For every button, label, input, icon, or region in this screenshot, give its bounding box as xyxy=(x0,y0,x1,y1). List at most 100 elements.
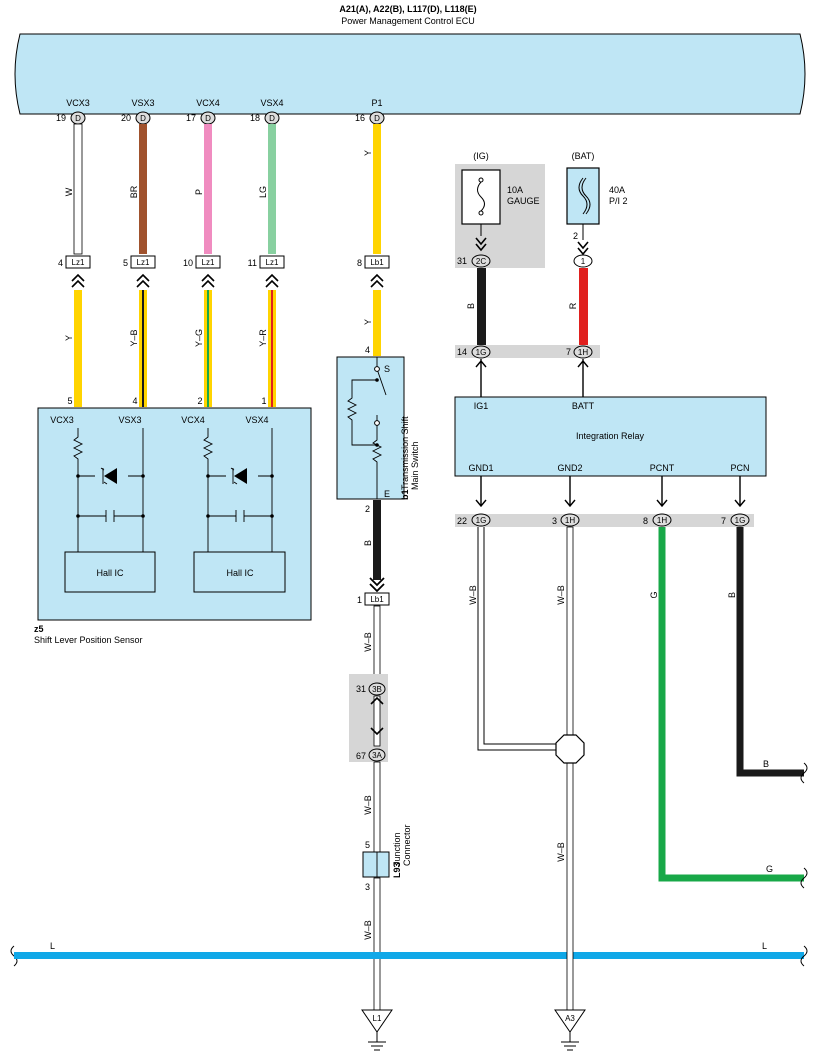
fuse-bat-rating: 40A xyxy=(609,185,625,195)
ecu-conn-d-3: D xyxy=(205,114,211,123)
lz1-pin-10: 10 xyxy=(183,258,193,268)
fuse-ig: (IG) 10A GAUGE 31 2C xyxy=(455,151,545,268)
relay-in-pin-14: 14 xyxy=(457,347,467,357)
upper-wire-br: BR xyxy=(129,124,147,254)
wb-wire-label-3: W–B xyxy=(363,920,373,940)
lb1-top-name: Lb1 xyxy=(370,258,384,267)
lower-wire-y-switch: Y xyxy=(363,290,381,356)
ecu-signal-vcx3: VCX3 xyxy=(66,98,90,108)
switch-pin-bottom: 2 xyxy=(365,504,370,514)
relay-term-gnd2: GND2 xyxy=(557,463,582,473)
relay-term-pcn: PCN xyxy=(730,463,749,473)
ecu-conn-d-5: D xyxy=(374,114,380,123)
switch-label-e: E xyxy=(384,489,390,499)
wire-gnd2-label-1: W–B xyxy=(556,585,566,605)
lb1-connector-bottom: 1 Lb1 xyxy=(357,592,390,606)
ground-l1-label: L1 xyxy=(373,1014,382,1023)
integration-relay: IG1 BATT Integration Relay GND1 GND2 PCN… xyxy=(454,396,767,477)
wire-pcn-label: B xyxy=(727,592,737,598)
relay-in-conn-1g: 1G xyxy=(476,348,487,357)
lz1-connector-1: 4 Lz1 xyxy=(58,255,91,269)
bus-line-l: L L xyxy=(10,941,808,967)
ecu-pin-17: 17 xyxy=(186,113,196,123)
switch-ground-wire-b: B xyxy=(363,500,385,593)
wire-ig-b: B xyxy=(466,268,486,346)
transmission-shift-main-switch: 4 S E 2 b1 Transmission Shift Main Switc… xyxy=(336,345,420,514)
relay-term-batt: BATT xyxy=(572,401,595,411)
ecu-pin-16: 16 xyxy=(355,113,365,123)
zener-diode-right-icon xyxy=(234,468,247,484)
fuse-ig-name: GAUGE xyxy=(507,196,540,206)
wb-wire-label-2: W–B xyxy=(363,795,373,815)
sensor-term-vcx3: VCX3 xyxy=(50,415,74,425)
lz1-name-3: Lz1 xyxy=(202,258,215,267)
wire-pcn-b: B B xyxy=(727,527,808,784)
switch-pin-top: 4 xyxy=(365,345,370,355)
lb1-connector-top: 8 Lb1 xyxy=(357,255,390,269)
ground-a3-label: A3 xyxy=(565,1014,575,1023)
ground-a3: A3 xyxy=(554,1009,586,1051)
ecu-signal-vcx4: VCX4 xyxy=(196,98,220,108)
ground-l1-icon xyxy=(368,1032,386,1051)
sensor-pin-4: 4 xyxy=(132,396,137,406)
wb-wire-label-1: W–B xyxy=(363,632,373,652)
junction-connector-l93: 5 3 L93 Junction Connector xyxy=(362,824,412,892)
l93-id: L93 xyxy=(392,862,402,878)
ecu-conn-d-2: D xyxy=(140,114,146,123)
wire-g-end-label: G xyxy=(766,864,773,874)
relay-out-pin-22: 22 xyxy=(457,516,467,526)
wire-pcnt-label: G xyxy=(649,591,659,598)
fuse-bat-source: (BAT) xyxy=(572,151,595,161)
bus-label-left: L xyxy=(50,941,55,951)
sensor-circuit-left xyxy=(72,428,144,552)
upper-wire-w: W xyxy=(64,123,83,255)
lz1-connector-3: 10 Lz1 xyxy=(183,255,221,269)
ecu-conn-d-4: D xyxy=(269,114,275,123)
lb1-top-pin: 8 xyxy=(357,258,362,268)
fuse-bat-pin-upper: 2 xyxy=(573,231,578,241)
wire-b-end-label: B xyxy=(763,759,769,769)
junction-3b-pin: 31 xyxy=(356,684,366,694)
wire-gnd1-label: W–B xyxy=(468,585,478,605)
lower-wire-label-y-g: Y–G xyxy=(194,329,204,347)
sensor-circuit-right xyxy=(202,428,273,552)
fuse-bat-pin: 1 xyxy=(581,257,586,266)
sensor-name: Shift Lever Position Sensor xyxy=(34,635,143,645)
relay-term-ig1: IG1 xyxy=(474,401,489,411)
hall-ic-left xyxy=(64,551,156,593)
relay-term-pcnt: PCNT xyxy=(650,463,675,473)
ecu-terminal-5: P1 16 D xyxy=(355,98,385,125)
upper-wire-label-lg: LG xyxy=(258,186,268,198)
sensor-pin-5: 5 xyxy=(67,396,72,406)
fuse-ig-icon xyxy=(477,181,485,212)
ecu-pin-20: 20 xyxy=(121,113,131,123)
relay-out-pin-7: 7 xyxy=(721,516,726,526)
ecu-terminal-1: VCX3 19 D xyxy=(56,98,90,125)
lower-wire-y-b: Y–B xyxy=(129,290,147,407)
ecu-name: Power Management Control ECU xyxy=(341,16,475,26)
hall-ic-right-label: Hall IC xyxy=(226,568,254,578)
relay-in-pin-7: 7 xyxy=(566,347,571,357)
upper-wire-label-br: BR xyxy=(129,185,139,198)
lz1-name-2: Lz1 xyxy=(137,258,150,267)
lz1-connector-4: 11 Lz1 xyxy=(248,255,285,269)
lz1-pin-11: 11 xyxy=(248,258,257,268)
ecu-signal-p1: P1 xyxy=(371,98,382,108)
upper-wire-y: Y xyxy=(363,124,381,254)
wb-wire-l93-to-l1: W–B xyxy=(363,877,381,1011)
wire-bat-r: R xyxy=(568,268,588,346)
relay-out-conn-2: 1H xyxy=(565,516,575,525)
fuse-ig-rating: 10A xyxy=(507,185,523,195)
lower-wire-y-r: Y–R xyxy=(258,290,276,407)
switch-label-s: S xyxy=(384,364,390,374)
lower-wire-y-g: Y–G xyxy=(194,290,212,407)
wb-wire-lb1-to-3b: W–B xyxy=(363,605,381,683)
ground-a3-icon xyxy=(561,1032,579,1051)
upper-wire-label-w: W xyxy=(64,187,74,196)
relay-out-pin-8: 8 xyxy=(643,516,648,526)
fuse-ig-pin: 31 xyxy=(457,256,467,266)
wire-gnd1-wb: W–B xyxy=(468,527,556,751)
upper-wire-p: P xyxy=(194,124,212,254)
relay-out-conn-4: 1G xyxy=(735,516,746,525)
lower-wire-label-y: Y xyxy=(64,335,74,341)
